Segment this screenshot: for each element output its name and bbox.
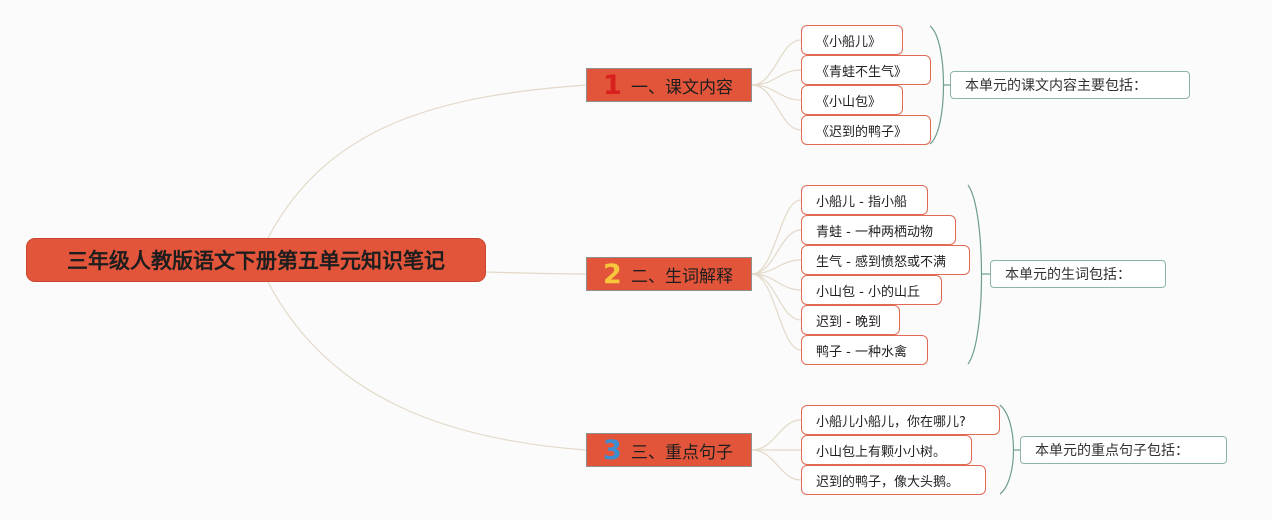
summary-bracket-1 [929,25,945,145]
leaf-item[interactable]: 青蛙 - 一种两栖动物 [801,215,956,245]
leaf-item[interactable]: 《迟到的鸭子》 [801,115,931,145]
leaf-item[interactable]: 生气 - 感到愤怒或不满 [801,245,970,275]
leaf-item[interactable]: 鸭子 - 一种水禽 [801,335,928,365]
branch-label: 三、重点句子 [631,442,733,463]
link-root-branch-1 [267,84,587,239]
summary-bracket-3 [999,404,1014,495]
leaf-item[interactable]: 小山包上有颗小小树。 [801,435,972,465]
leaf-item[interactable]: 小山包 - 小的山丘 [801,275,942,305]
branch-label: 二、生词解释 [631,266,733,287]
leaf-item[interactable]: 迟到 - 晚到 [801,305,900,335]
leaf-item[interactable]: 小船儿小船儿，你在哪儿? [801,405,1000,435]
root-topic[interactable]: 三年级人教版语文下册第五单元知识笔记 [26,238,486,282]
number-3-icon: 3 [603,434,622,466]
number-1-icon: 1 [603,69,622,101]
branch-label: 一、课文内容 [631,77,733,98]
branch-vocabulary[interactable]: 2 二、生词解释 [586,257,752,291]
summary-key-sentences[interactable]: 本单元的重点句子包括： [1020,436,1227,464]
summary-lesson-content[interactable]: 本单元的课文内容主要包括： [950,71,1190,99]
number-2-icon: 2 [603,258,622,290]
leaf-item[interactable]: 《小山包》 [801,85,903,115]
branch-lesson-content[interactable]: 1 一、课文内容 [586,68,752,102]
leaf-item[interactable]: 《青蛙不生气》 [801,55,931,85]
leaf-item[interactable]: 《小船儿》 [801,25,903,55]
branch-key-sentences[interactable]: 3 三、重点句子 [586,433,752,467]
link-root-branch-2 [485,271,587,275]
root-title: 三年级人教版语文下册第五单元知识笔记 [67,249,445,273]
leaf-item[interactable]: 小船儿 - 指小船 [801,185,928,215]
link-root-branch-3 [267,281,587,451]
summary-vocabulary[interactable]: 本单元的生词包括： [990,260,1166,288]
summary-bracket-2 [967,184,983,365]
leaf-item[interactable]: 迟到的鸭子，像大头鹅。 [801,465,986,495]
